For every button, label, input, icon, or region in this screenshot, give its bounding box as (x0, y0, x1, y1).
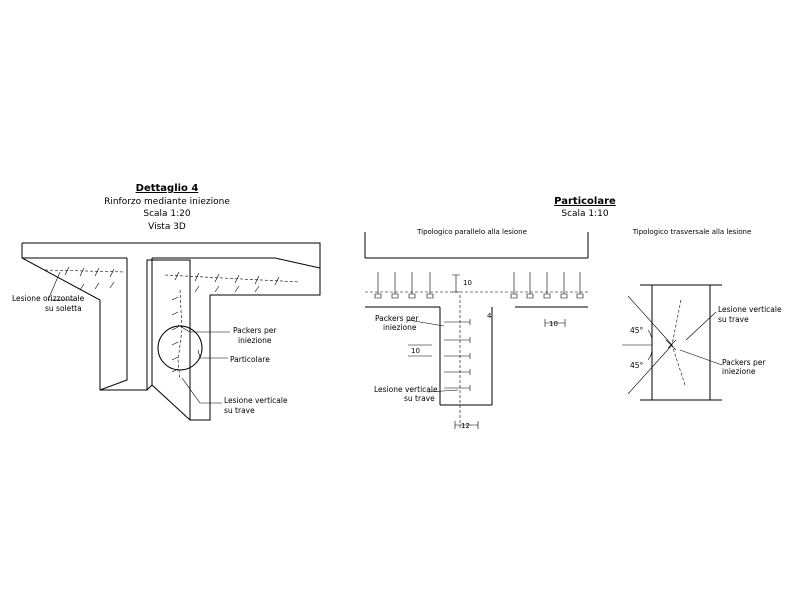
transversal-extensions (640, 284, 722, 401)
label-lesione-orizzontale-1: Lesione orizzontale (12, 294, 85, 303)
transversal-packers (627, 295, 677, 395)
label-packers-1: Packers per (233, 326, 277, 335)
label-packers-2: iniezione (238, 336, 272, 345)
detail-title-block: Dettaglio 4 Rinforzo mediante iniezione … (104, 183, 230, 232)
detail-view: Vista 3D (148, 222, 186, 232)
parallel-leader-packers (407, 319, 445, 327)
label-lesione-verticale-2: su trave (224, 406, 255, 415)
transversal-label-packers-2: iniezione (722, 367, 756, 376)
beam-right-web (151, 258, 211, 421)
particolare-scale: Scala 1:10 (561, 209, 609, 219)
slab-crack-left (44, 269, 126, 273)
dim-12-line (454, 421, 479, 429)
transversal-crack (671, 299, 686, 386)
parallel-leader-lesione (427, 389, 459, 393)
beam-bottom (100, 384, 153, 391)
parallel-beam-packers (444, 319, 471, 391)
particolare-title: Particolare (554, 196, 616, 207)
beam-packers (171, 296, 179, 373)
slab-left-outline (21, 243, 191, 391)
transversal-angle-arc (647, 329, 653, 361)
beam-crack (177, 289, 183, 381)
slab-right-outline (152, 257, 321, 296)
transversal-angle-top: 45° (630, 326, 644, 335)
parallel-heading: Tipologico parallelo alla lesione (416, 228, 527, 236)
view-parallel: Tipologico parallelo alla lesione (364, 228, 589, 430)
particolare-circle (157, 325, 203, 371)
detail-subtitle: Rinforzo mediante iniezione (104, 197, 230, 207)
leader-packers (177, 324, 230, 333)
transversal-heading: Tipologico trasversale alla lesione (632, 228, 752, 236)
label-lesione-orizzontale-2: su soletta (45, 304, 82, 313)
dim-4: 4 (487, 312, 492, 320)
transversal-leader-lesione (685, 311, 717, 341)
view-transversal: Tipologico trasversale alla lesione 45° … (622, 228, 782, 401)
leader-lesione-orizzontale (47, 271, 75, 301)
dim-10-left: 10 (411, 347, 420, 355)
label-lesione-verticale-1: Lesione verticale (224, 396, 288, 405)
parallel-label-lesione-1: Lesione verticale (374, 385, 438, 394)
beam-left-web (99, 258, 128, 391)
parallel-label-packers-1: Packers per (375, 314, 419, 323)
parallel-beam-sides (439, 307, 493, 405)
transversal-label-packers-1: Packers per (722, 358, 766, 367)
label-particolare: Particolare (230, 355, 270, 364)
parallel-side-ticks (364, 232, 589, 258)
dim-10-left-line (408, 344, 432, 357)
dim-10-top-line (452, 274, 460, 293)
detail-title: Dettaglio 4 (136, 183, 199, 194)
view-3d: Lesione orizzontale su soletta Packers p… (12, 242, 321, 421)
dim-10-right: 10 (549, 320, 558, 328)
dim-10-right-line (544, 319, 566, 327)
particolare-title-block: Particolare Scala 1:10 (554, 196, 616, 219)
dim-10-top: 10 (463, 279, 472, 287)
parallel-slab-packers (374, 272, 584, 299)
detail-scale: Scala 1:20 (143, 209, 191, 219)
dim-12: 12 (461, 422, 470, 430)
transversal-leader-packers (679, 349, 723, 366)
transversal-angle-bottom: 45° (630, 361, 644, 370)
leader-lesione-verticale (181, 377, 222, 404)
transversal-label-lesione-1: Lesione verticale (718, 305, 782, 314)
parallel-label-packers-2: iniezione (383, 323, 417, 332)
leader-particolare (197, 349, 228, 359)
slab-packers (64, 266, 280, 293)
slab-crack-right (164, 274, 301, 283)
transversal-section (651, 284, 711, 401)
transversal-label-lesione-2: su trave (718, 315, 749, 324)
parallel-label-lesione-2: su trave (404, 394, 435, 403)
slab-top-edge (22, 242, 321, 268)
